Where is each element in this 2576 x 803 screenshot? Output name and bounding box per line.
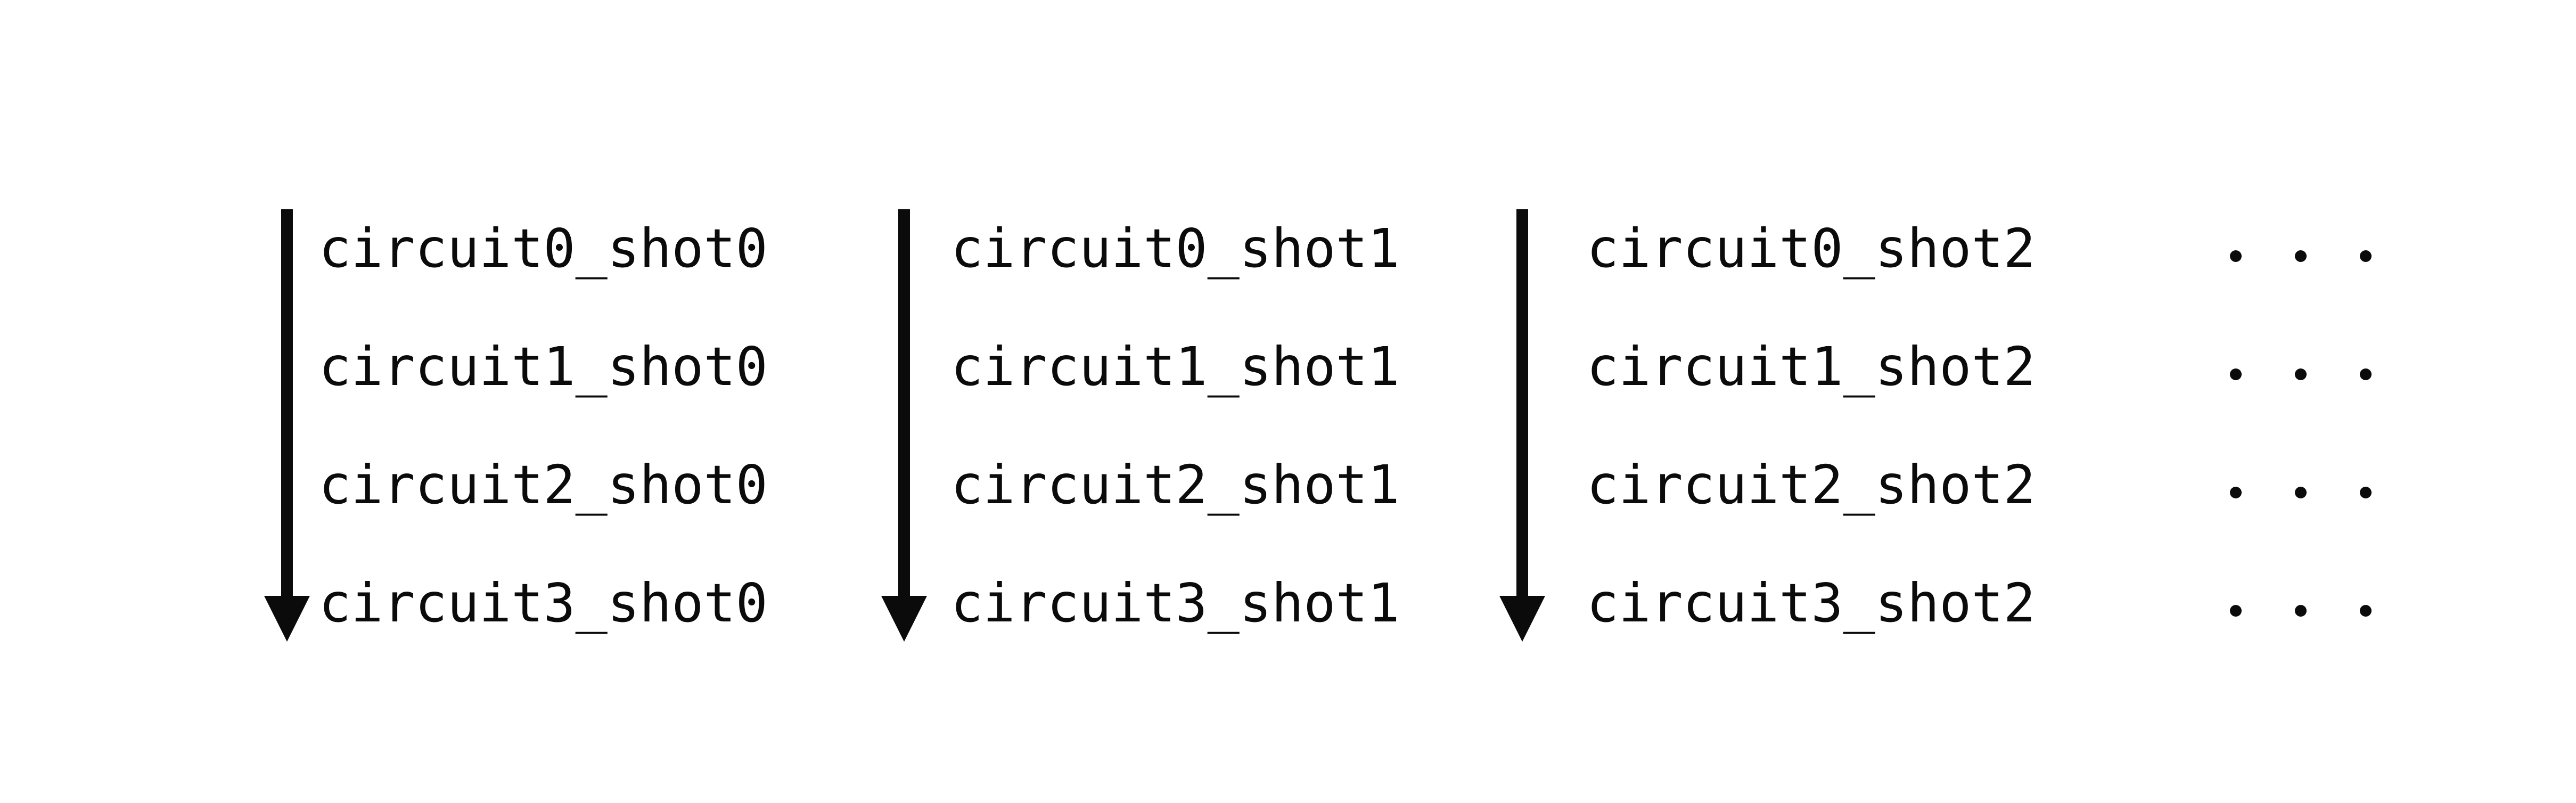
circuit-label: circuit2_shot2: [1587, 454, 2036, 516]
circuit-label: circuit3_shot1: [951, 572, 1400, 634]
ellipsis-dot: [2295, 368, 2307, 380]
ellipsis-row: [2230, 315, 2372, 433]
shot-column-0: circuit0_shot0 circuit1_shot0 circuit2_s…: [319, 190, 768, 662]
ellipsis-dot: [2230, 250, 2242, 262]
arrow-shaft: [1516, 209, 1528, 597]
ellipsis-dot: [2360, 605, 2372, 617]
down-arrow-icon: [264, 209, 310, 642]
arrow-shaft: [281, 209, 293, 597]
ellipsis-dot: [2295, 605, 2307, 617]
ellipsis-row: [2230, 197, 2372, 315]
circuit-label: circuit0_shot0: [319, 217, 768, 280]
circuit-label: circuit2_shot0: [319, 454, 768, 516]
circuit-label: circuit2_shot1: [951, 454, 1400, 516]
circuit-label: circuit3_shot2: [1587, 572, 2036, 634]
circuit-label: circuit1_shot2: [1587, 335, 2036, 398]
ellipsis-dot: [2295, 250, 2307, 262]
shot-column-2: circuit0_shot2 circuit1_shot2 circuit2_s…: [1587, 190, 2036, 662]
arrow-shaft: [898, 209, 910, 597]
circuit-label: circuit0_shot1: [951, 217, 1400, 280]
down-arrow-icon: [881, 209, 927, 642]
arrow-head: [881, 596, 927, 642]
ellipsis-dot: [2360, 487, 2372, 498]
shot-column-1: circuit0_shot1 circuit1_shot1 circuit2_s…: [951, 190, 1400, 662]
circuit-label: circuit0_shot2: [1587, 217, 2036, 280]
ellipsis-row: [2230, 433, 2372, 552]
ellipsis-dot: [2360, 368, 2372, 380]
circuit-label: circuit1_shot1: [951, 335, 1400, 398]
arrow-head: [1499, 596, 1545, 642]
arrow-head: [264, 596, 310, 642]
circuit-label: circuit1_shot0: [319, 335, 768, 398]
ellipsis-dot: [2230, 487, 2242, 498]
ellipsis-dot: [2295, 487, 2307, 498]
ellipsis-row: [2230, 552, 2372, 670]
ellipsis-dot: [2230, 605, 2242, 617]
down-arrow-icon: [1499, 209, 1545, 642]
circuit-label: circuit3_shot0: [319, 572, 768, 634]
ellipsis-column: [2230, 197, 2372, 670]
ellipsis-dot: [2360, 250, 2372, 262]
ellipsis-dot: [2230, 368, 2242, 380]
